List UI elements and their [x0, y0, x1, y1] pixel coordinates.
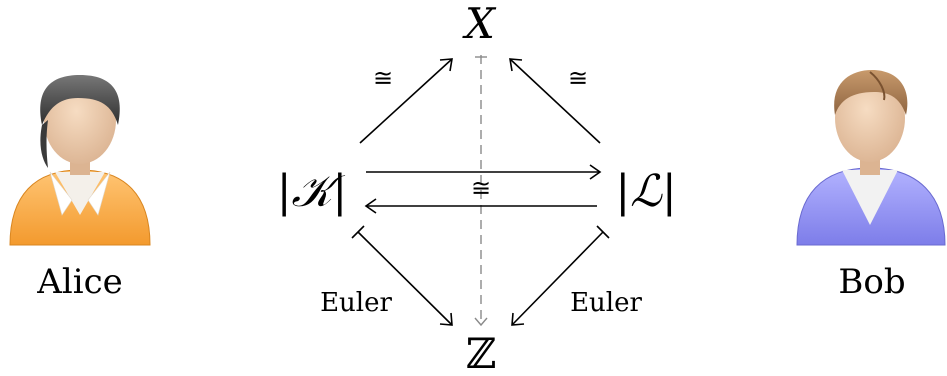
node-z: ℤ	[466, 329, 497, 376]
bob-label: Bob	[838, 262, 905, 302]
bob-avatar	[797, 70, 945, 245]
node-x: X	[462, 0, 497, 48]
iso-label-top-right: ≅	[568, 64, 588, 92]
node-l: |ℒ|	[615, 166, 676, 217]
euler-label-left: Euler	[320, 288, 392, 318]
alice-label: Alice	[36, 262, 122, 302]
iso-label-middle: ≅	[471, 174, 491, 202]
euler-label-right: Euler	[570, 288, 642, 318]
node-k: |𝒦|	[277, 166, 348, 217]
alice-avatar	[10, 75, 150, 245]
iso-label-top-left: ≅	[373, 64, 393, 92]
